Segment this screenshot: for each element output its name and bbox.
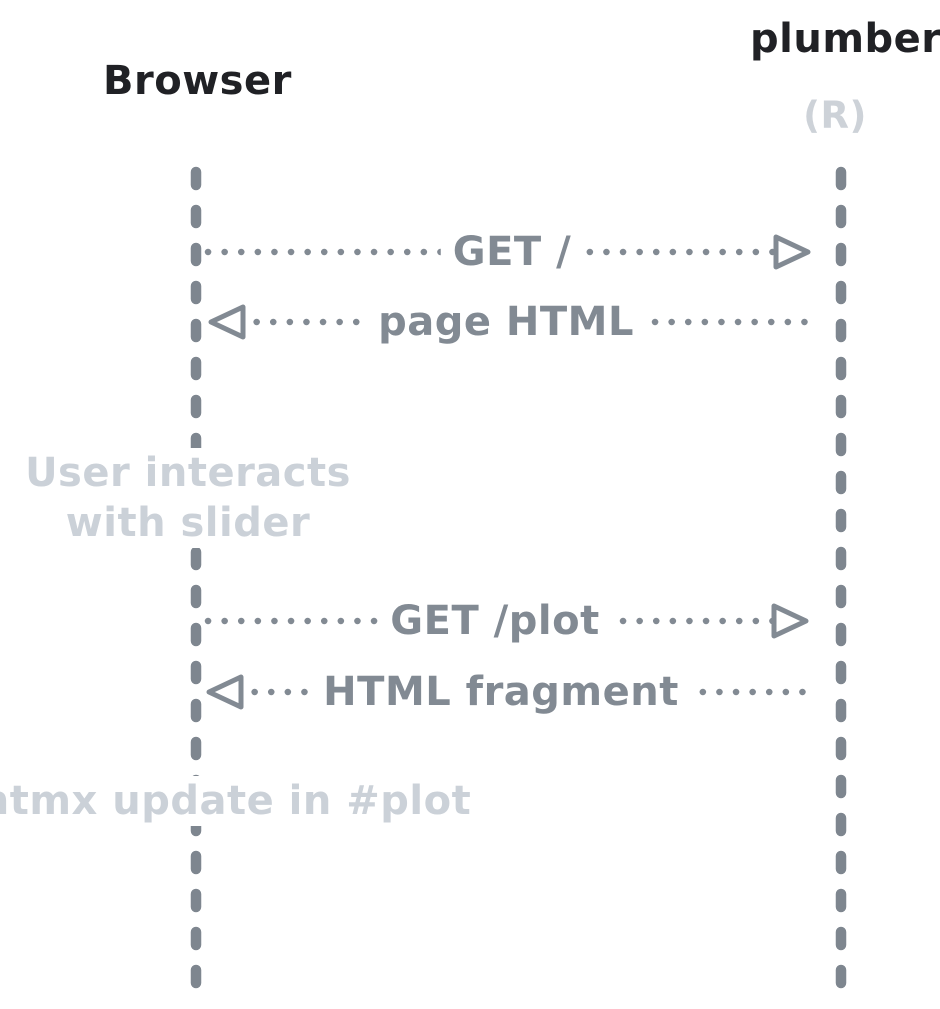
arrowhead-left-html-fragment: [206, 674, 244, 710]
message-label-get-plot: GET /plot: [378, 598, 612, 644]
actor-label-browser: Browser: [103, 58, 292, 104]
message-label-html-fragment: HTML fragment: [311, 669, 691, 715]
note-htmx-update: htmx update in #plot: [0, 776, 480, 826]
message-label-page-html: page HTML: [366, 299, 646, 345]
note-user-interacts-line2: with slider: [65, 500, 311, 546]
note-user-interacts: User interacts with slider: [17, 448, 359, 548]
arrowhead-left-page-html: [208, 304, 246, 340]
actor-label-plumber2: plumber2: [750, 16, 940, 62]
note-user-interacts-line1: User interacts: [25, 450, 351, 496]
arrowhead-right-get-root: [773, 234, 811, 270]
message-label-get-root: GET /: [440, 229, 584, 275]
actor-sublabel-r: (R): [803, 94, 867, 137]
arrowhead-right-get-plot: [771, 603, 809, 639]
